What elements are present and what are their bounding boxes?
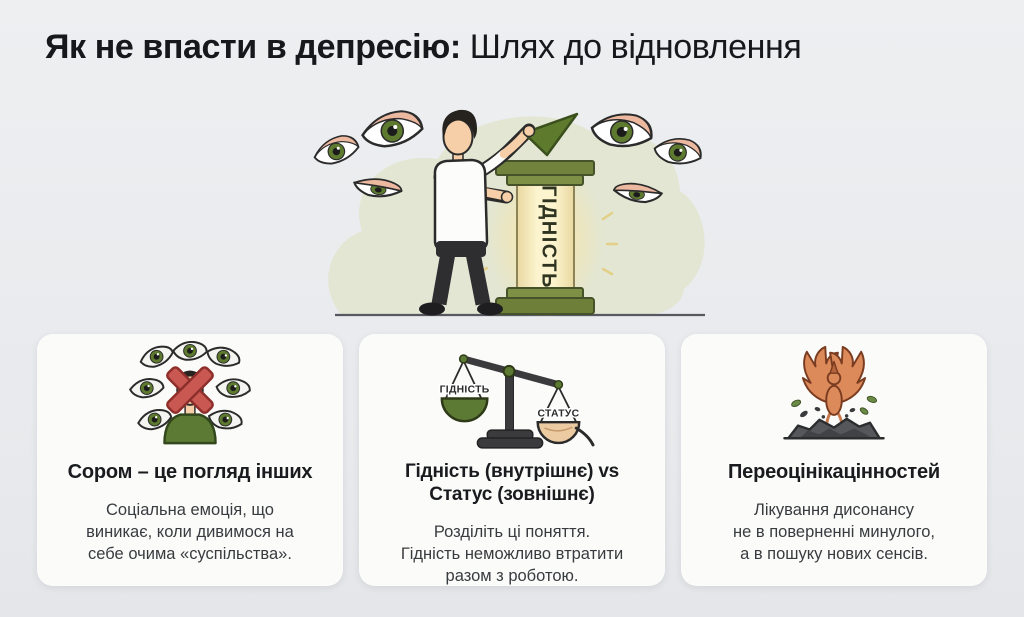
flag-icon [522,112,579,157]
phoenix-rebirth-icon [761,344,907,448]
card-reevaluate-values: Переоцінікацінностей Лікування дисонансу… [681,334,987,586]
hand-lower [500,190,514,204]
card-shame-body: Соціальна емоція, що виникає, коли дивим… [86,501,294,564]
scale-right-label: СТАТУС [537,408,579,419]
page-title: Як не впасти в депресію: Шлях до відновл… [45,28,995,67]
card-dignity-body: Розділіть ці поняття. Гідність неможливо… [400,523,624,586]
card-reevaluate-body: Лікування дисонансу не в поверненні мину… [733,501,935,564]
cards-row: Сором – це погляд інших Соціальна емоція… [37,334,987,586]
red-cross-icon [166,366,214,415]
card-dignity-vs-status: ГІДНІСТЬ СТАТУС Гідність (внутрішнє) vs … [359,334,665,586]
podium-label: ГІДНІСТЬ [538,185,560,289]
dignity-pedestal-illustration-icon: ГІДНІСТЬ [310,107,705,318]
dignity-podium: ГІДНІСТЬ [495,160,595,315]
scale-left-label: ГІДНІСТЬ [440,385,490,396]
person-figure [419,109,536,316]
hand-upper [522,124,536,138]
judging-eyes-crossed-face-icon [111,341,269,448]
page-title-emphasis: Як не впасти в депресію: [45,28,461,66]
balance-scale-icon: ГІДНІСТЬ СТАТУС [428,344,596,449]
page-title-subtitle: Шлях до відновлення [460,28,802,66]
card-reevaluate-heading: Переоцінікацінностей [728,461,940,483]
card-shame-heading: Сором – це погляд інших [67,461,313,483]
hero-illustration: ГІДНІСТЬ [290,93,730,332]
card-shame: Сором – це погляд інших Соціальна емоція… [37,334,343,586]
card-dignity-heading: Гідність (внутрішнє) vs Статус (зовнішнє… [404,461,620,506]
